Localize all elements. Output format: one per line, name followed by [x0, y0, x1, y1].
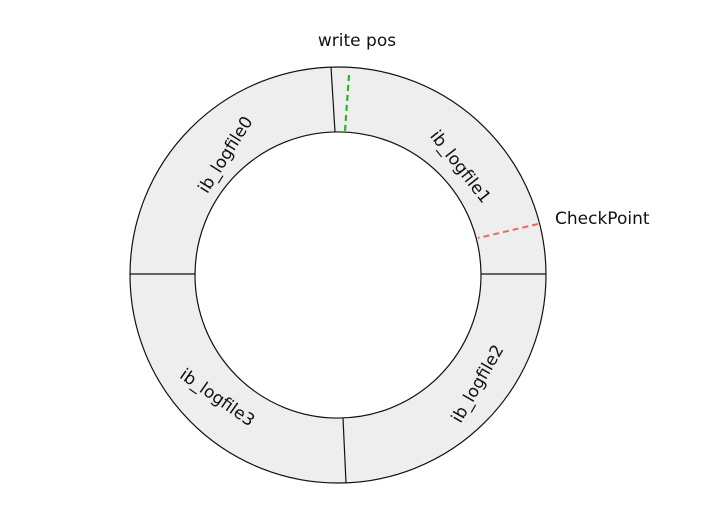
- ring-body: [129, 66, 547, 484]
- divider-bottom: [342, 417, 347, 484]
- write-pos-label: write pos: [318, 31, 396, 51]
- checkpoint-label: CheckPoint: [555, 209, 650, 229]
- divider-top: [330, 66, 336, 133]
- checkpoint-marker: [477, 223, 539, 239]
